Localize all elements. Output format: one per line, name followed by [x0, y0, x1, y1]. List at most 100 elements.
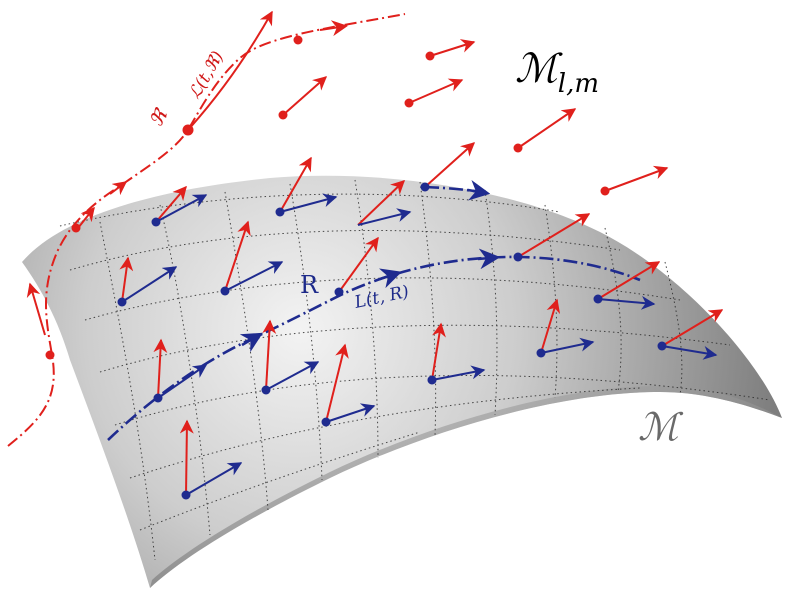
- base-point: [117, 297, 127, 307]
- vector-pair: [117, 256, 178, 307]
- manifold-lm-subscript: l,m: [558, 69, 599, 99]
- blue-point-label: R: [300, 271, 319, 299]
- red-point: [293, 35, 303, 45]
- floating-red-vectors: [278, 39, 669, 196]
- blue-vector-arrow: [157, 364, 208, 399]
- vector-pair: [536, 298, 595, 358]
- blue-vector-arrow: [540, 337, 595, 354]
- blue-vector-arrow: [279, 193, 338, 213]
- red-vector-arrow: [282, 76, 328, 116]
- grid-line: [69, 229, 621, 271]
- blue-vector-arrow: [121, 266, 178, 303]
- red-vector: [425, 39, 476, 61]
- labels: ℳl,m ℳ R L(t, R) ℜ ℒ(t,ℜ): [145, 46, 684, 449]
- red-point: [71, 223, 81, 233]
- red-vector-arrow: [338, 236, 379, 293]
- grid-line: [664, 261, 683, 396]
- grid-line: [139, 431, 421, 531]
- blue-vector-arrow: [357, 208, 412, 226]
- red-vector-arrow: [153, 338, 168, 399]
- base-point: [220, 286, 230, 296]
- base-point: [151, 217, 161, 227]
- surface-vectors: [117, 142, 724, 500]
- vector-pair: [275, 156, 338, 217]
- base-point: [593, 294, 603, 304]
- base-point: [153, 393, 163, 403]
- blue-curve-arrowhead: [477, 248, 501, 270]
- vector-pair: [151, 185, 208, 227]
- grid-line: [224, 191, 269, 511]
- red-vector-arrow: [431, 322, 446, 381]
- red-vector-arrow: [279, 156, 312, 213]
- red-vector: [513, 108, 577, 153]
- vector-pair: [420, 142, 476, 192]
- red-point-label: ℜ: [145, 105, 173, 131]
- vector-pair: [261, 319, 320, 395]
- red-vector-arrow: [357, 180, 406, 226]
- manifold-lm-base: ℳ: [515, 46, 563, 92]
- base-point: [181, 490, 191, 500]
- blue-curve-path: [107, 255, 641, 441]
- red-curve-label: ℒ(t,ℜ): [185, 48, 228, 103]
- red-vector-arrow: [429, 39, 476, 57]
- red-vector: [600, 165, 669, 196]
- base-point: [275, 207, 285, 217]
- red-point: [425, 51, 435, 61]
- manifold-lm-label: ℳl,m: [515, 46, 599, 99]
- base-point: [513, 252, 523, 262]
- grid-line: [484, 189, 498, 416]
- grid-line: [59, 193, 561, 227]
- red-point: [600, 186, 610, 196]
- red-vector-arrow: [325, 343, 349, 423]
- blue-vector-arrow: [155, 194, 208, 223]
- blue-vector-arrow: [224, 261, 284, 292]
- red-vector-arrow: [155, 185, 187, 223]
- red-point: [278, 110, 288, 120]
- blue-curve: [107, 180, 641, 441]
- blue-vector-arrow: [431, 365, 486, 381]
- red-point: [404, 98, 414, 108]
- red-vector-arrow: [517, 213, 591, 258]
- base-point: [321, 417, 331, 427]
- red-vector: [278, 76, 328, 120]
- red-curve: [7, 10, 406, 447]
- blue-curve-arrowhead: [467, 180, 491, 201]
- grid-line: [289, 183, 323, 481]
- blue-curve-arrowhead: [378, 268, 402, 289]
- vector-pair: [427, 322, 486, 385]
- red-vector-arrow: [517, 108, 577, 149]
- red-point: [182, 124, 194, 136]
- vector-pair: [593, 261, 661, 310]
- blue-vector-arrow: [265, 361, 320, 391]
- grid-line: [99, 221, 156, 561]
- red-curve-arrow: [26, 282, 46, 336]
- base-point: [536, 348, 546, 358]
- blue-vector-arrow: [661, 345, 718, 360]
- manifold-surface: [22, 175, 782, 588]
- vector-pair: [657, 309, 724, 360]
- red-curve-branch: [187, 10, 273, 131]
- blue-vector-arrow: [597, 295, 656, 310]
- red-vector-arrow: [224, 220, 251, 292]
- red-vector-arrow: [119, 256, 134, 303]
- grid-line: [114, 374, 771, 426]
- red-vector-arrow: [540, 298, 561, 354]
- red-vector-arrow: [262, 319, 277, 391]
- manifold-label: ℳ: [638, 405, 684, 449]
- red-vector-arrow: [597, 261, 661, 300]
- vector-pair: [513, 213, 591, 262]
- red-vector-arrow: [661, 309, 724, 347]
- red-vector-arrow: [179, 419, 194, 496]
- blue-vector-arrow: [185, 462, 243, 496]
- red-point: [45, 350, 55, 360]
- vector-pair: [357, 180, 412, 226]
- base-point: [334, 287, 344, 297]
- red-point: [513, 143, 523, 153]
- red-curve-arrow: [319, 20, 348, 37]
- red-curve-arrow: [77, 206, 95, 229]
- blue-vector-arrow: [325, 403, 376, 423]
- base-point: [427, 375, 437, 385]
- red-vector: [404, 78, 464, 108]
- red-curve-arrow: [109, 181, 128, 196]
